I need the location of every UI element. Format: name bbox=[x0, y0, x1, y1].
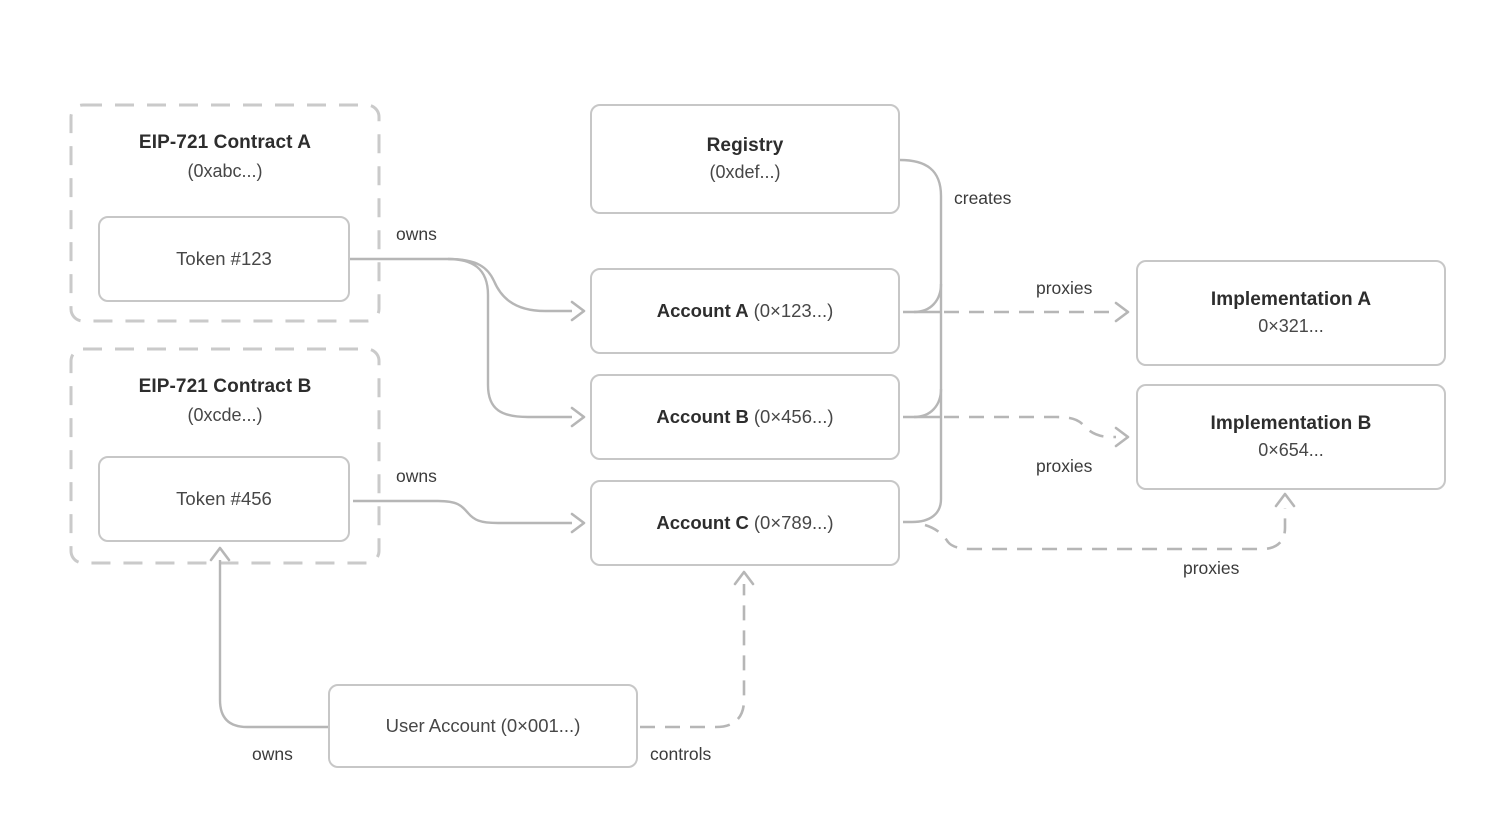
registry-node: Registry (0xdef...) bbox=[590, 104, 900, 214]
contract-a-address: (0xabc...) bbox=[187, 161, 263, 181]
token-456-label: Token #456 bbox=[176, 488, 272, 509]
account-c-address: (0×789...) bbox=[753, 512, 834, 533]
edge-label-proxies-b: proxies bbox=[1036, 456, 1093, 476]
implementation-b-name: Implementation B bbox=[1210, 413, 1372, 434]
arrowhead-into-account-c bbox=[570, 512, 586, 534]
arrowhead-into-token-456 bbox=[209, 546, 231, 562]
registry-title: Registry bbox=[706, 135, 784, 156]
user-account-name: User Account bbox=[385, 715, 496, 736]
wire-proxies-account-c bbox=[924, 508, 1287, 551]
token-123-node: Token #123 bbox=[98, 216, 350, 302]
wire-creates-fillet-account-b bbox=[913, 388, 943, 419]
arrowhead-into-account-b bbox=[570, 406, 586, 428]
user-account-address: (0×001...) bbox=[500, 715, 581, 736]
token-123-label: Token #123 bbox=[176, 248, 272, 269]
arrowhead-into-implementation-b-bottom bbox=[1274, 492, 1296, 508]
wire-controls-user-account-c bbox=[640, 584, 746, 729]
wire-owns-token123-account-a bbox=[350, 257, 572, 313]
contract-b-address: (0xcde...) bbox=[187, 405, 263, 425]
edge-label-owns-token456: owns bbox=[396, 466, 437, 486]
contract-b-title: EIP-721 Contract B bbox=[138, 376, 312, 397]
implementation-a-address: 0×321... bbox=[1258, 316, 1324, 336]
token-456-node: Token #456 bbox=[98, 456, 350, 542]
arrowhead-into-implementation-a bbox=[1114, 301, 1130, 323]
edge-label-controls: controls bbox=[650, 744, 712, 764]
contract-b-container: EIP-721 Contract B (0xcde...) bbox=[70, 376, 380, 426]
contract-b-container-outline bbox=[69, 347, 381, 565]
implementation-b-node: Implementation B 0×654... bbox=[1136, 384, 1446, 490]
edge-label-owns-user: owns bbox=[252, 744, 293, 764]
registry-address: (0xdef...) bbox=[709, 162, 781, 182]
account-c-node: Account C(0×789...) bbox=[590, 480, 900, 566]
account-b-address: (0×456...) bbox=[753, 406, 834, 427]
arrowhead-into-account-a bbox=[570, 300, 586, 322]
account-a-node: Account A(0×123...) bbox=[590, 268, 900, 354]
contract-a-title: EIP-721 Contract A bbox=[138, 132, 312, 153]
wire-owns-token123-account-b bbox=[447, 257, 572, 419]
account-a-name: Account A bbox=[656, 300, 749, 321]
account-c-name: Account C bbox=[656, 512, 749, 533]
wire-proxies-account-b bbox=[944, 415, 1116, 439]
contract-a-container: EIP-721 Contract A (0xabc...) bbox=[70, 132, 380, 182]
implementation-a-name: Implementation A bbox=[1210, 289, 1372, 310]
wire-owns-token456-account-c bbox=[353, 499, 572, 525]
account-b-node: Account B(0×456...) bbox=[590, 374, 900, 460]
arrowhead-into-implementation-b-left bbox=[1114, 426, 1130, 448]
edge-label-proxies-a: proxies bbox=[1036, 278, 1093, 298]
account-a-address: (0×123...) bbox=[753, 300, 834, 321]
implementation-b-address: 0×654... bbox=[1258, 440, 1324, 460]
edge-label-proxies-c: proxies bbox=[1183, 558, 1240, 578]
contract-a-container-outline bbox=[69, 103, 381, 323]
implementation-a-node: Implementation A 0×321... bbox=[1136, 260, 1446, 366]
edge-label-owns-token123: owns bbox=[396, 224, 437, 244]
wire-owns-user-token456 bbox=[218, 560, 328, 729]
user-account-node: User Account(0×001...) bbox=[328, 684, 638, 768]
wire-creates-fillet-account-a bbox=[913, 283, 943, 314]
arrowhead-into-account-c-bottom bbox=[733, 570, 755, 586]
wire-creates-registry bbox=[899, 158, 943, 524]
account-b-name: Account B bbox=[656, 406, 749, 427]
edge-label-creates: creates bbox=[954, 188, 1012, 208]
